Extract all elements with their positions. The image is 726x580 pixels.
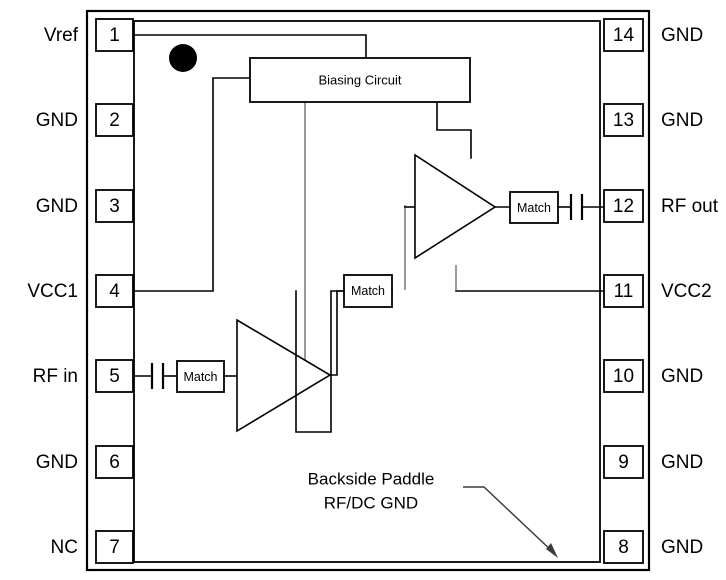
pin-label-2: GND <box>36 110 78 131</box>
pin-number-14: 14 <box>613 25 635 46</box>
wire-vcc1-to-bias <box>132 77 251 292</box>
pin-box-1[interactable] <box>95 18 134 52</box>
pin-label-11: VCC2 <box>661 281 712 302</box>
pin-box-10[interactable] <box>603 359 644 393</box>
pin-box-9[interactable] <box>603 445 644 479</box>
pin-label-10: GND <box>661 366 703 387</box>
pin-box-5[interactable] <box>95 359 134 393</box>
pin-number-5: 5 <box>109 366 120 387</box>
pin-box-6[interactable] <box>95 445 134 479</box>
backside-paddle-label-line1: Backside Paddle <box>308 470 435 489</box>
paddle-pointer-line <box>463 486 555 554</box>
pin-label-14: GND <box>661 25 703 46</box>
pin-number-8: 8 <box>618 537 629 558</box>
pin-box-2[interactable] <box>95 103 134 137</box>
pin-label-4: VCC1 <box>27 281 78 302</box>
match-input-label: Match <box>183 370 217 384</box>
pin-box-12[interactable] <box>603 189 644 223</box>
wire-match-interstage-to-amp2 <box>295 290 345 433</box>
pin-box-11[interactable] <box>603 274 644 308</box>
pin-label-7: NC <box>51 537 78 558</box>
pin-one-indicator-dot <box>169 44 197 72</box>
backside-paddle-label-line2: RF/DC GND <box>324 494 418 513</box>
pin-number-6: 6 <box>109 452 120 473</box>
pin-number-9: 9 <box>618 452 629 473</box>
biasing-circuit-box <box>249 57 471 103</box>
pin-number-11: 11 <box>614 281 634 302</box>
biasing-circuit-label: Biasing Circuit <box>318 73 401 88</box>
pin-number-12: 12 <box>613 196 634 217</box>
pin-label-6: GND <box>36 452 78 473</box>
match-interstage-label: Match <box>351 284 385 298</box>
paddle-pointer-arrow-icon <box>546 543 558 558</box>
pin-number-7: 7 <box>109 537 120 558</box>
pin-number-2: 2 <box>109 110 120 131</box>
amplifier-stage-1 <box>236 318 332 433</box>
pin-label-1: Vref <box>44 25 79 46</box>
wire-bias-to-amp2 <box>436 101 472 159</box>
pin-number-1: 1 <box>109 25 120 46</box>
amplifier-stage-2 <box>414 153 497 260</box>
wire-vref-to-bias <box>132 34 367 59</box>
pin-number-4: 4 <box>109 281 120 302</box>
pin-number-3: 3 <box>109 196 120 217</box>
pin-label-8: GND <box>661 537 703 558</box>
pin-box-7[interactable] <box>95 530 134 564</box>
pin-number-10: 10 <box>613 366 634 387</box>
pin-box-8[interactable] <box>603 530 644 564</box>
pin-box-13[interactable] <box>603 103 644 137</box>
pin-box-3[interactable] <box>95 189 134 223</box>
pin-label-12: RF out <box>661 196 719 217</box>
match-input-box <box>176 360 225 393</box>
pin-label-3: GND <box>36 196 78 217</box>
pin-label-5: RF in <box>33 366 78 387</box>
pin-box-4[interactable] <box>95 274 134 308</box>
pin-label-9: GND <box>661 452 703 473</box>
match-output-label: Match <box>517 201 551 215</box>
match-output-box <box>509 191 559 224</box>
pin-label-13: GND <box>661 110 703 131</box>
pin-box-14[interactable] <box>603 18 644 52</box>
pin-number-13: 13 <box>613 110 634 131</box>
